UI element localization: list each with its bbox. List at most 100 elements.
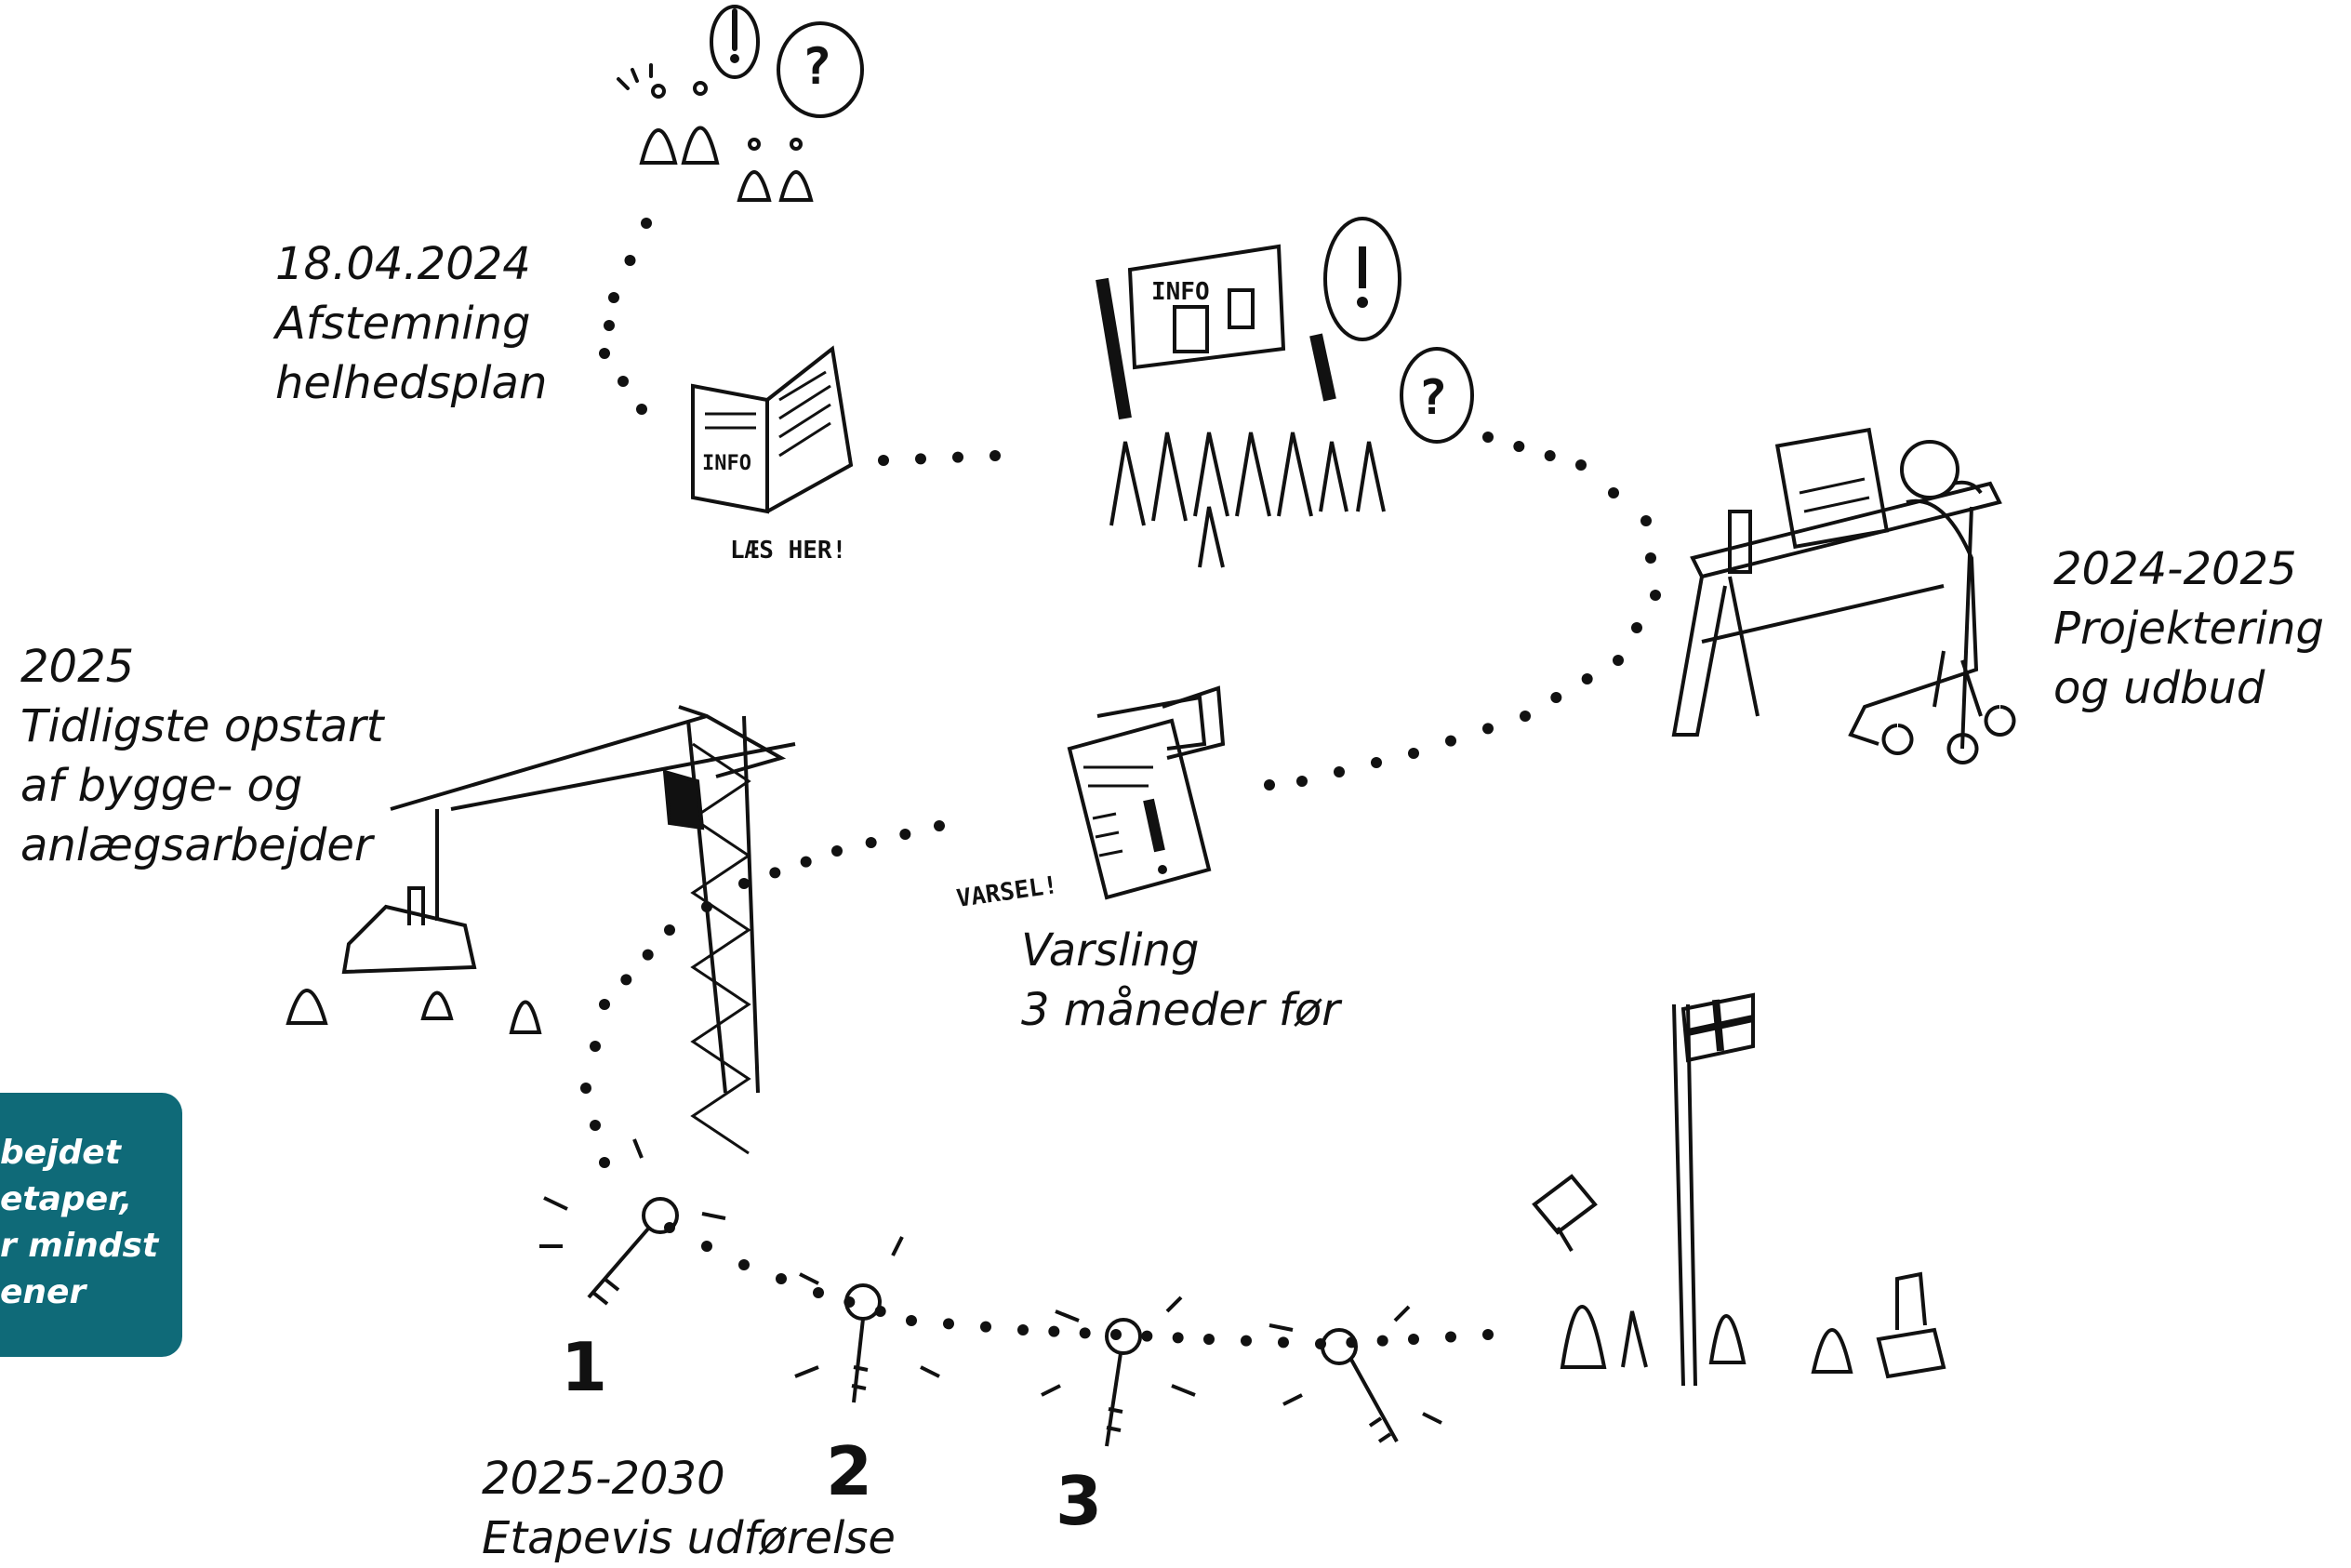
path-dot [899, 829, 911, 840]
path-dot [1482, 723, 1494, 735]
path-dot [1482, 1329, 1494, 1340]
note-line-4: ener [0, 1273, 86, 1311]
designer-desk-icon [1671, 427, 2016, 764]
info-note-text: bejdet etaper, r mindst ener [0, 1130, 186, 1316]
path-dot [1172, 1332, 1184, 1344]
path-dot [1141, 1330, 1153, 1342]
path-dot [934, 820, 945, 831]
path-dot [813, 1287, 824, 1298]
vote-milestone: 18.04.2024 Afstemning helhedsplan [275, 234, 547, 413]
path-dot [620, 974, 632, 986]
path-dot [1376, 1335, 1388, 1347]
booklet-info-text: INFO [702, 452, 751, 475]
people-discussion-icon: ? [617, 5, 864, 202]
key-number-1: 1 [561, 1328, 608, 1406]
path-dot [878, 455, 889, 466]
svg-text:?: ? [802, 37, 832, 96]
path-dot [943, 1318, 954, 1330]
start-line3: anlægsarbejder [20, 819, 373, 871]
booklet-caption: LÆS HER! [730, 537, 846, 565]
path-dot [580, 1083, 591, 1094]
info-note-box [0, 1093, 182, 1357]
design-date: 2024-2025 [2053, 543, 2297, 595]
path-dot [1513, 441, 1525, 452]
path-dot [952, 451, 963, 463]
path-dot [738, 1259, 750, 1270]
start-line2: af bygge- og [20, 760, 303, 812]
path-dot [664, 924, 675, 936]
path-dot [599, 348, 610, 359]
path-dot [1613, 655, 1624, 666]
notice-line1: Varsling [1021, 924, 1200, 977]
path-dot [1371, 757, 1382, 768]
notice-letter-icon: VARSEL! [955, 685, 1226, 913]
path-dot [1296, 776, 1308, 787]
path-dot [1445, 735, 1456, 747]
notice-line2: 3 måneder før [1021, 984, 1340, 1036]
path-dot [1645, 552, 1656, 564]
path-dot [1650, 590, 1661, 601]
path-dot [701, 1241, 712, 1252]
path-dot [590, 1041, 601, 1052]
path-dot [1110, 1329, 1122, 1340]
path-dot [1241, 1335, 1252, 1347]
key-number-2: 2 [826, 1432, 873, 1510]
path-dot [865, 837, 877, 848]
note-line-3: r mindst [0, 1227, 159, 1265]
path-dot [599, 1157, 610, 1168]
path-dot [1278, 1336, 1289, 1349]
note-line-1: bejdet [0, 1134, 121, 1172]
path-dot [915, 453, 926, 465]
path-dot [624, 255, 636, 266]
key-icon [794, 1236, 940, 1403]
path-dot [1482, 432, 1494, 443]
svg-text:?: ? [1418, 370, 1447, 426]
path-dot [1544, 450, 1556, 461]
path-dot [1575, 459, 1587, 471]
path-dot [641, 218, 652, 229]
path-dot [608, 292, 619, 303]
path-dot [1203, 1334, 1215, 1345]
path-dot [636, 404, 647, 415]
design-milestone: 2024-2025 Projektering og udbud [2053, 539, 2324, 718]
path-dot [1079, 1327, 1091, 1339]
path-dot [738, 878, 750, 889]
note-line-2: etaper, [0, 1180, 133, 1218]
path-dot [1640, 515, 1652, 526]
key-icon [539, 1138, 726, 1306]
path-dot [1048, 1325, 1060, 1337]
info-meeting-icon: INFO ? [1096, 217, 1474, 568]
path-dot [1631, 622, 1642, 633]
path-dot [831, 845, 843, 857]
vote-date: 18.04.2024 [275, 238, 531, 290]
path-dot [1520, 711, 1531, 722]
path-dot [1581, 673, 1593, 684]
path-dot [604, 320, 615, 331]
path-dot [1608, 487, 1619, 498]
stages-line1: Etapevis udførelse [482, 1512, 896, 1564]
path-dot [769, 867, 781, 879]
start-milestone: 2025 Tidligste opstart af bygge- og anlæ… [20, 637, 384, 875]
path-dot [1550, 692, 1562, 703]
crane-icon [286, 705, 796, 1155]
path-dot [990, 450, 1001, 461]
key-icon [1268, 1305, 1442, 1443]
vote-line2: helhedsplan [275, 357, 548, 409]
path-dot [1017, 1324, 1029, 1335]
path-dot [1408, 1334, 1419, 1345]
key-number-3: 3 [1056, 1462, 1103, 1540]
start-line1: Tidligste opstart [20, 700, 384, 752]
stages-date: 2025-2030 [482, 1453, 725, 1505]
path-dot [642, 949, 654, 961]
design-line2: og udbud [2053, 662, 2265, 714]
board-info-text: INFO [1151, 278, 1210, 306]
path-dot [980, 1321, 991, 1333]
path-dot [1445, 1331, 1456, 1343]
path-dot [800, 856, 812, 868]
notice-milestone: Varsling 3 måneder før [1021, 921, 1340, 1040]
start-date: 2025 [20, 641, 135, 693]
path-dot [1264, 779, 1275, 791]
path-dot [906, 1315, 917, 1326]
